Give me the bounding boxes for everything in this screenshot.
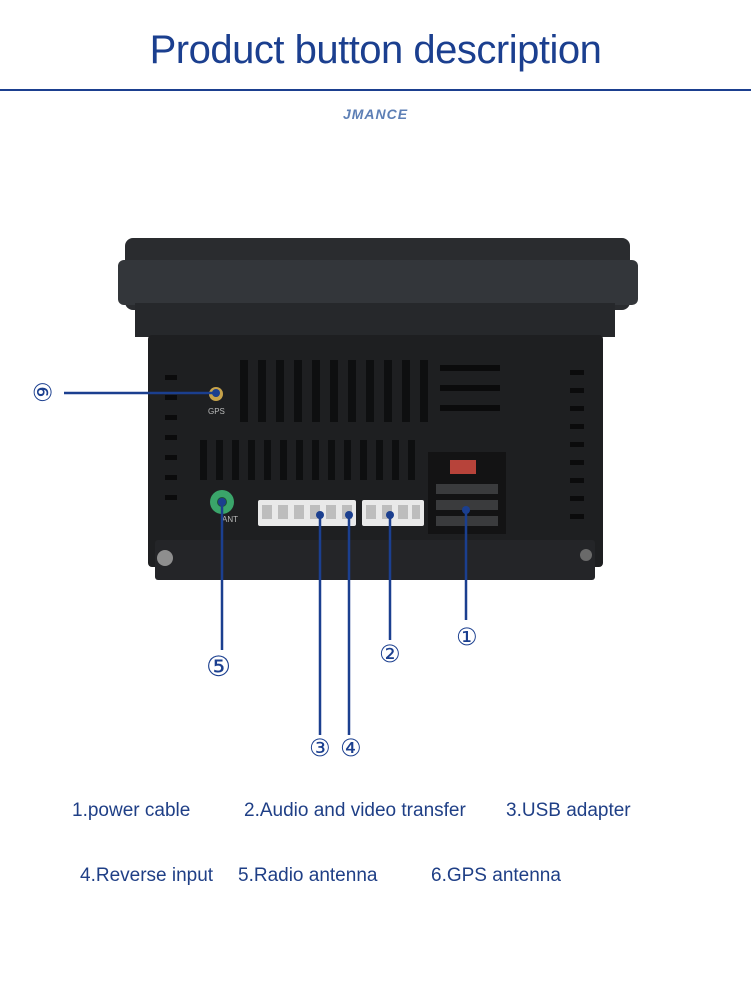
callout-number-1: ① xyxy=(456,624,478,651)
brand-logo: JMANCE xyxy=(342,106,409,122)
callout-number-3: ③ xyxy=(309,735,331,762)
callout-dot-3 xyxy=(316,511,324,519)
legend-item-1: 1.power cable xyxy=(72,800,191,821)
callout-dot-5 xyxy=(218,498,226,506)
legend-item-5: 5.Radio antenna xyxy=(238,865,378,886)
callout-dot-4 xyxy=(345,511,353,519)
legend-item-3: 3.USB adapter xyxy=(506,800,631,821)
callout-dot-1 xyxy=(462,506,470,514)
legend-item-6: 6.GPS antenna xyxy=(431,865,561,886)
antenna-port-label: ANT xyxy=(222,515,238,524)
legend-item-4: 4.Reverse input xyxy=(80,865,214,886)
callout-number-2: ② xyxy=(379,641,401,668)
title-divider xyxy=(0,89,751,91)
callout-dot-6 xyxy=(212,389,220,397)
legend-item-2: 2.Audio and video transfer xyxy=(244,800,466,821)
callout-number-5: ⑤ xyxy=(206,651,232,682)
callout-dot-2 xyxy=(386,511,394,519)
callout-number-4: ④ xyxy=(340,735,362,762)
gps-port-label: GPS xyxy=(208,407,225,416)
page-title: Product button description xyxy=(149,28,602,72)
usb-connector xyxy=(258,500,356,526)
callout-number-6: ⑥ xyxy=(27,381,55,403)
